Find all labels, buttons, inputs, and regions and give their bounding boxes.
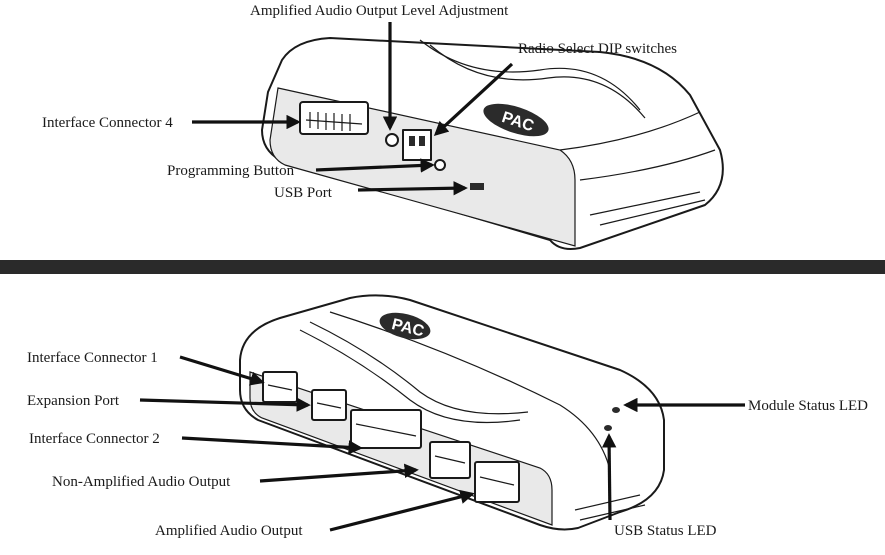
- arrow-amplified-output: [329, 489, 475, 532]
- arrow-interface-connector-2: [181, 436, 363, 455]
- label-amplified-level: Amplified Audio Output Level Adjustment: [250, 3, 509, 19]
- label-interface-connector-2: Interface Connector 2: [29, 431, 160, 447]
- arrow-interface-connector-1: [179, 355, 265, 386]
- arrow-programming-button: [315, 158, 435, 173]
- label-usb-status-led: USB Status LED: [614, 523, 717, 539]
- arrow-usb-status-led: [601, 433, 617, 521]
- level-adjustment-knob: [385, 133, 399, 147]
- section-divider: [0, 260, 885, 274]
- top-module-illustration: PAC: [261, 37, 724, 250]
- label-interface-connector-4: Interface Connector 4: [42, 115, 173, 131]
- usb-status-led: [604, 425, 612, 431]
- amplified-output-connector: [474, 461, 520, 503]
- arrow-non-amplified-output: [259, 463, 419, 483]
- dip-switch-block: [402, 129, 432, 161]
- programming-button: [434, 159, 446, 171]
- label-amplified-output: Amplified Audio Output: [155, 523, 303, 539]
- module-status-led: [612, 407, 620, 413]
- arrow-dip-switches: [433, 62, 514, 136]
- label-dip-switches: Radio Select DIP switches: [518, 41, 677, 57]
- label-expansion-port: Expansion Port: [27, 393, 120, 409]
- usb-port: [470, 183, 484, 190]
- label-module-status-led: Module Status LED: [748, 398, 868, 414]
- label-interface-connector-1: Interface Connector 1: [27, 350, 158, 366]
- interface-connector-2: [350, 409, 422, 449]
- arrow-usb-port: [357, 181, 468, 196]
- pac-logo-bottom: [379, 312, 431, 340]
- arrow-expansion-port: [139, 397, 311, 412]
- label-programming-button: Programming Button: [167, 163, 295, 179]
- label-non-amplified-output: Non-Amplified Audio Output: [52, 474, 231, 490]
- label-usb-port: USB Port: [274, 185, 333, 201]
- bottom-module-illustration: PAC: [239, 294, 665, 531]
- pac-logo-top: [483, 103, 549, 137]
